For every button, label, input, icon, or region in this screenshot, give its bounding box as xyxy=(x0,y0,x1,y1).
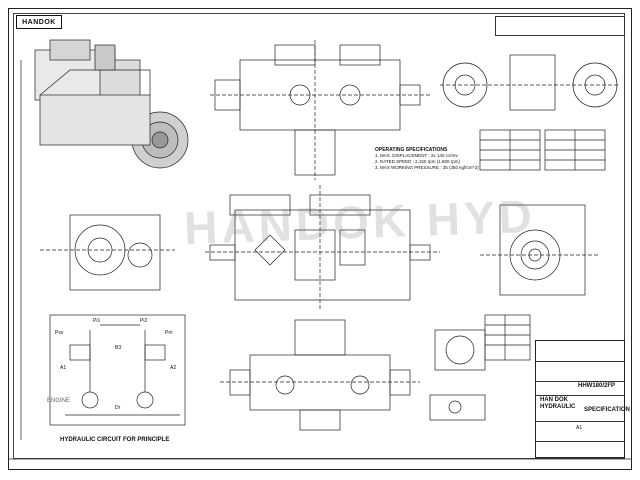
company-logo: HANDOK xyxy=(16,15,62,29)
isometric-view xyxy=(34,39,189,169)
spec-item: 2. RATED SPEED : 2,150 rpm (1,800 rpm) xyxy=(375,159,460,164)
port-label: Pi1 xyxy=(93,318,101,324)
company-name: HAN DOK HYDRAULIC xyxy=(540,397,576,410)
document-type: SPECIFICATION xyxy=(584,407,630,413)
port-label: Pi2 xyxy=(140,318,148,324)
spec-item: 3. MAX WORKING PRESSURE : 35 (350 kgf/cm… xyxy=(375,165,479,170)
engine-label: ENGINE xyxy=(47,398,71,404)
right-end-view xyxy=(480,204,600,296)
title-block: HHW180/2FP HAN DOK HYDRAULIC SPECIFICATI… xyxy=(535,340,630,458)
specifications-heading: OPERATING SPECIFICATIONS xyxy=(375,147,448,153)
port-label: A2 xyxy=(170,365,177,371)
port-table xyxy=(484,314,531,361)
hydraulic-circuit xyxy=(49,314,186,426)
circuit-caption: HYDRAULIC CIRCUIT FOR PRINCIPLE xyxy=(60,437,170,443)
port-label: Dr xyxy=(115,405,121,411)
spline-tables xyxy=(479,129,606,171)
top-view xyxy=(210,40,430,180)
model-number: HHW180/2FP xyxy=(578,383,616,389)
operating-specifications: OPERATING SPECIFICATIONS 1. MAX. DISPLAC… xyxy=(375,147,479,171)
port-label: B3 xyxy=(115,345,122,351)
port-label: A1 xyxy=(60,365,67,371)
bottom-view xyxy=(220,319,420,431)
port-label: Pm xyxy=(165,330,173,336)
flange-views xyxy=(429,329,486,421)
spec-item: 1. MAX. DISPLACEMENT : 2x 140 cc/rev xyxy=(375,153,458,158)
front-view xyxy=(205,185,440,310)
port-label: Psv xyxy=(55,330,64,336)
left-end-view xyxy=(40,214,175,291)
sheet-size: A1 xyxy=(576,425,583,431)
end-views-top xyxy=(440,54,620,111)
drawing-sheet xyxy=(8,8,632,470)
drawing-frame xyxy=(13,13,625,459)
revision-table xyxy=(495,16,625,36)
